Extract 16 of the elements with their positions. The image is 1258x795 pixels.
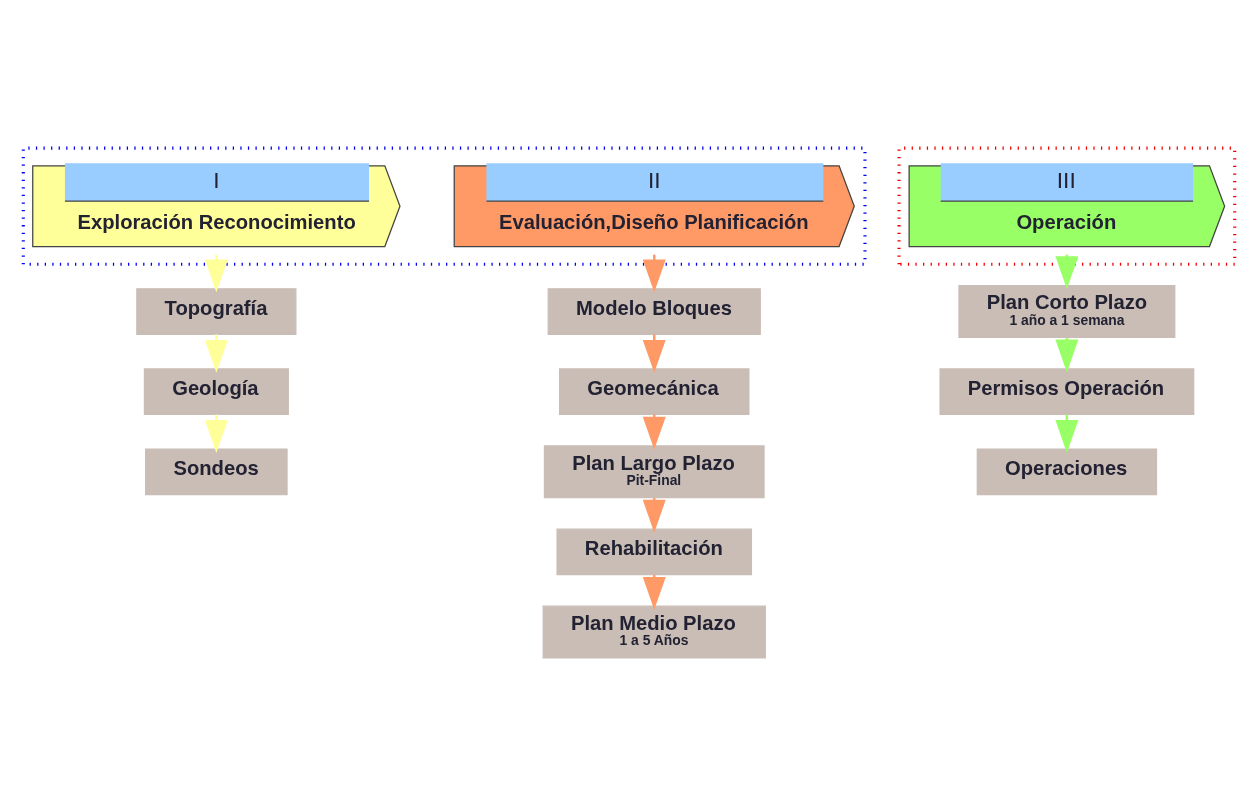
node-box: Geomecánica bbox=[558, 367, 750, 415]
node-box: Plan Largo Plazo Pit-Final bbox=[543, 444, 765, 498]
node-box: Topografía bbox=[136, 287, 297, 335]
node-box: Geología bbox=[143, 367, 289, 415]
arrow bbox=[642, 333, 666, 373]
node-box: Plan Medio Plazo 1 a 5 Años bbox=[542, 605, 766, 659]
cluster bbox=[21, 146, 867, 266]
node-box: Rehabilitación bbox=[556, 528, 753, 575]
arrow bbox=[204, 414, 228, 453]
node-box: Modelo Bloques bbox=[547, 287, 761, 335]
node-box: Sondeos bbox=[145, 448, 288, 495]
cluster bbox=[897, 146, 1237, 266]
node-box: Permisos Operación bbox=[939, 367, 1195, 415]
node-box: Operaciones bbox=[976, 448, 1158, 495]
arrow bbox=[204, 333, 228, 373]
node-box: Plan Corto Plazo 1 año a 1 semana bbox=[958, 284, 1176, 338]
